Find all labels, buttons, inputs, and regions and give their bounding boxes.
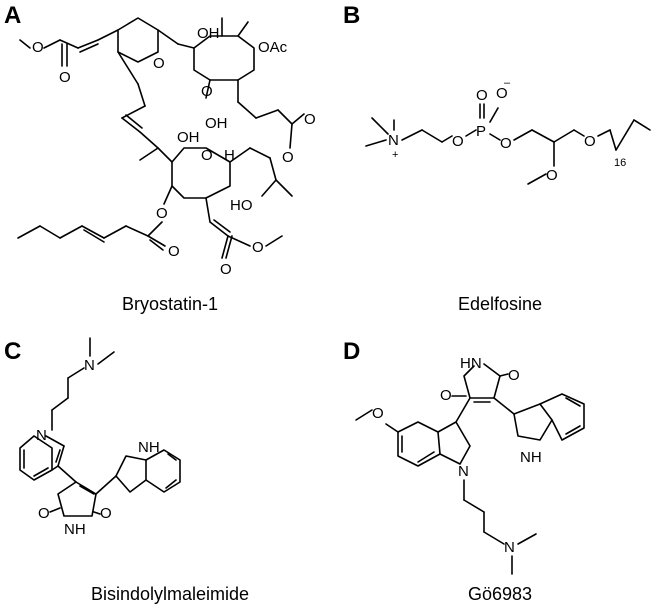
atom-o-carbonyl1: O [59,69,71,86]
atom-o3: O [500,135,512,152]
atom-oac: OAc [258,39,288,56]
atom-oh1: OH [197,25,220,42]
atom-o-carbonyl2: O [304,111,316,128]
atom-d-n-indole1: N [458,463,469,480]
atom-d-o-methoxy: O [372,405,384,422]
panel-letter-a: A [4,2,22,29]
atom-o5: O [584,133,596,150]
atom-c-o-right: O [100,505,112,522]
atom-oh3: OH [177,129,200,146]
atom-d-n-dimethyl: N [504,539,515,556]
panel-letter-c: C [4,338,22,365]
atom-o-ester1: O [32,39,44,56]
panel-letter-d: D [343,338,361,365]
atom-minus: – [504,77,511,89]
atom-oh4: HO [230,197,253,214]
atom-c-o-left: O [38,505,50,522]
atom-c-n-indole1: N [36,427,47,444]
atom-o-ester2: O [282,149,294,166]
atom-p: P [476,123,486,140]
caption-edelfosine: Edelfosine [457,294,543,314]
structure-bryostatin: O O O OH OAc O OH O O [17,17,316,278]
atom-o-ring1: O [153,55,165,72]
atom-o-ring3: O [201,147,213,164]
structure-go6983: HN O O NH N O N [355,355,585,575]
caption-bryostatin: Bryostatin-1 [121,294,219,314]
caption-go6983: Gö6983 [467,584,533,604]
caption-bisindolylmaleimide: Bisindolylmaleimide [90,584,250,604]
structure-bisindolylmaleimide: N N O NH O NH [19,337,181,538]
atom-c-n-dimethyl: N [84,357,95,374]
atom-oh2: OH [205,115,228,132]
atom-o2: O [476,87,488,104]
atom-ominus: O [496,85,508,102]
atom-o4: O [546,167,558,184]
atom-d-nh-imide: HN [460,355,482,372]
panel-letter-b: B [343,2,361,29]
atom-c-nh-imide: NH [64,521,86,538]
atom-o-ester5: O [220,261,232,278]
structure-edelfosine: N + O P O O – O O O 16 [365,77,651,185]
atom-d-o-right: O [508,367,520,384]
atom-n-plus: + [392,149,398,161]
atom-o1: O [452,133,464,150]
atom-o-ester6: O [252,239,264,256]
atom-o-ester4: O [168,243,180,260]
atom-h: H [224,147,235,164]
atom-n: N [388,132,399,149]
atom-o-ester3: O [156,205,168,222]
atom-sub16: 16 [614,157,626,169]
atom-c-nh-indole2: NH [138,439,160,456]
atom-d-o-left: O [440,387,452,404]
atom-d-nh-indole2: NH [520,449,542,466]
